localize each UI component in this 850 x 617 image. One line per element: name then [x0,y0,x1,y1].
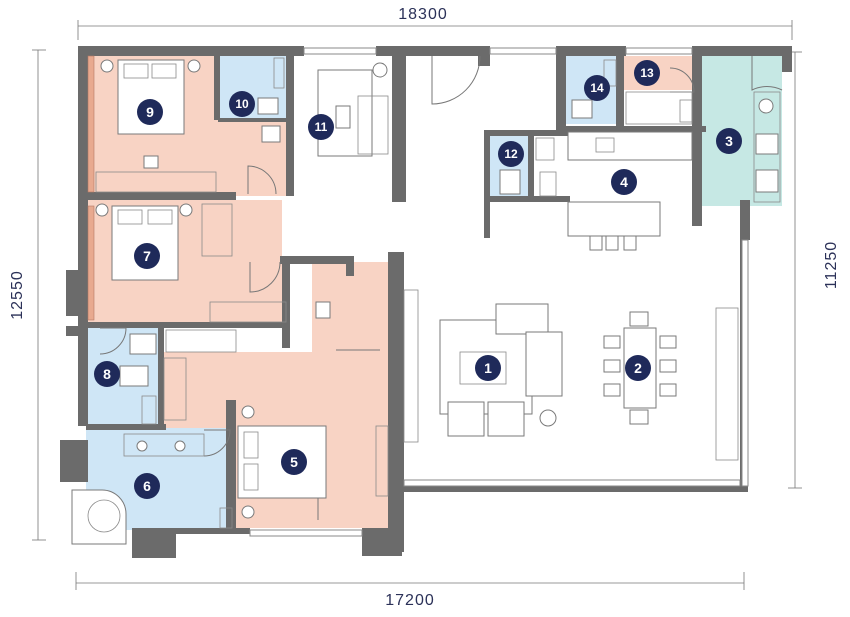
room-label: 2 [634,360,642,376]
room-label: 11 [315,120,328,134]
dimension-right: 11250 [823,241,840,289]
room-label: 3 [725,133,733,149]
room-label: 10 [235,97,249,111]
room-label: 1 [484,360,492,376]
room-badge-10: 10 [229,91,255,117]
room-badge-14: 14 [584,75,610,101]
room-badge-8: 8 [94,361,120,387]
room-badge-13: 13 [634,60,660,86]
doors [99,55,783,520]
room-label: 7 [143,248,151,264]
room-badge-1: 1 [475,355,501,381]
room-label: 4 [620,174,628,190]
furniture [71,57,781,545]
windows [87,47,749,537]
room-badge-4: 4 [611,169,637,195]
room-badge-3: 3 [716,128,742,154]
room-badge-9: 9 [137,99,163,125]
dimension-left: 12550 [9,270,26,320]
room-label: 12 [504,147,518,161]
room-label: 6 [143,478,151,494]
room-badge-12: 12 [498,141,524,167]
room-label: 14 [590,81,604,95]
dimension-top: 18300 [398,6,448,23]
dimension-bottom: 17200 [385,592,435,609]
room-badge-6: 6 [134,473,160,499]
room-fills [86,54,782,530]
room-badge-11: 11 [308,114,334,140]
room-label: 13 [640,66,654,80]
room-label: 8 [103,366,111,382]
room-badge-5: 5 [281,449,307,475]
room-label: 5 [290,454,298,470]
room-badges: 1 2 3 4 5 6 7 8 [94,60,742,499]
dimension-lines [32,20,802,590]
room-badge-2: 2 [625,355,651,381]
walls [60,46,792,558]
room-label: 9 [146,104,154,120]
room-badge-7: 7 [134,243,160,269]
